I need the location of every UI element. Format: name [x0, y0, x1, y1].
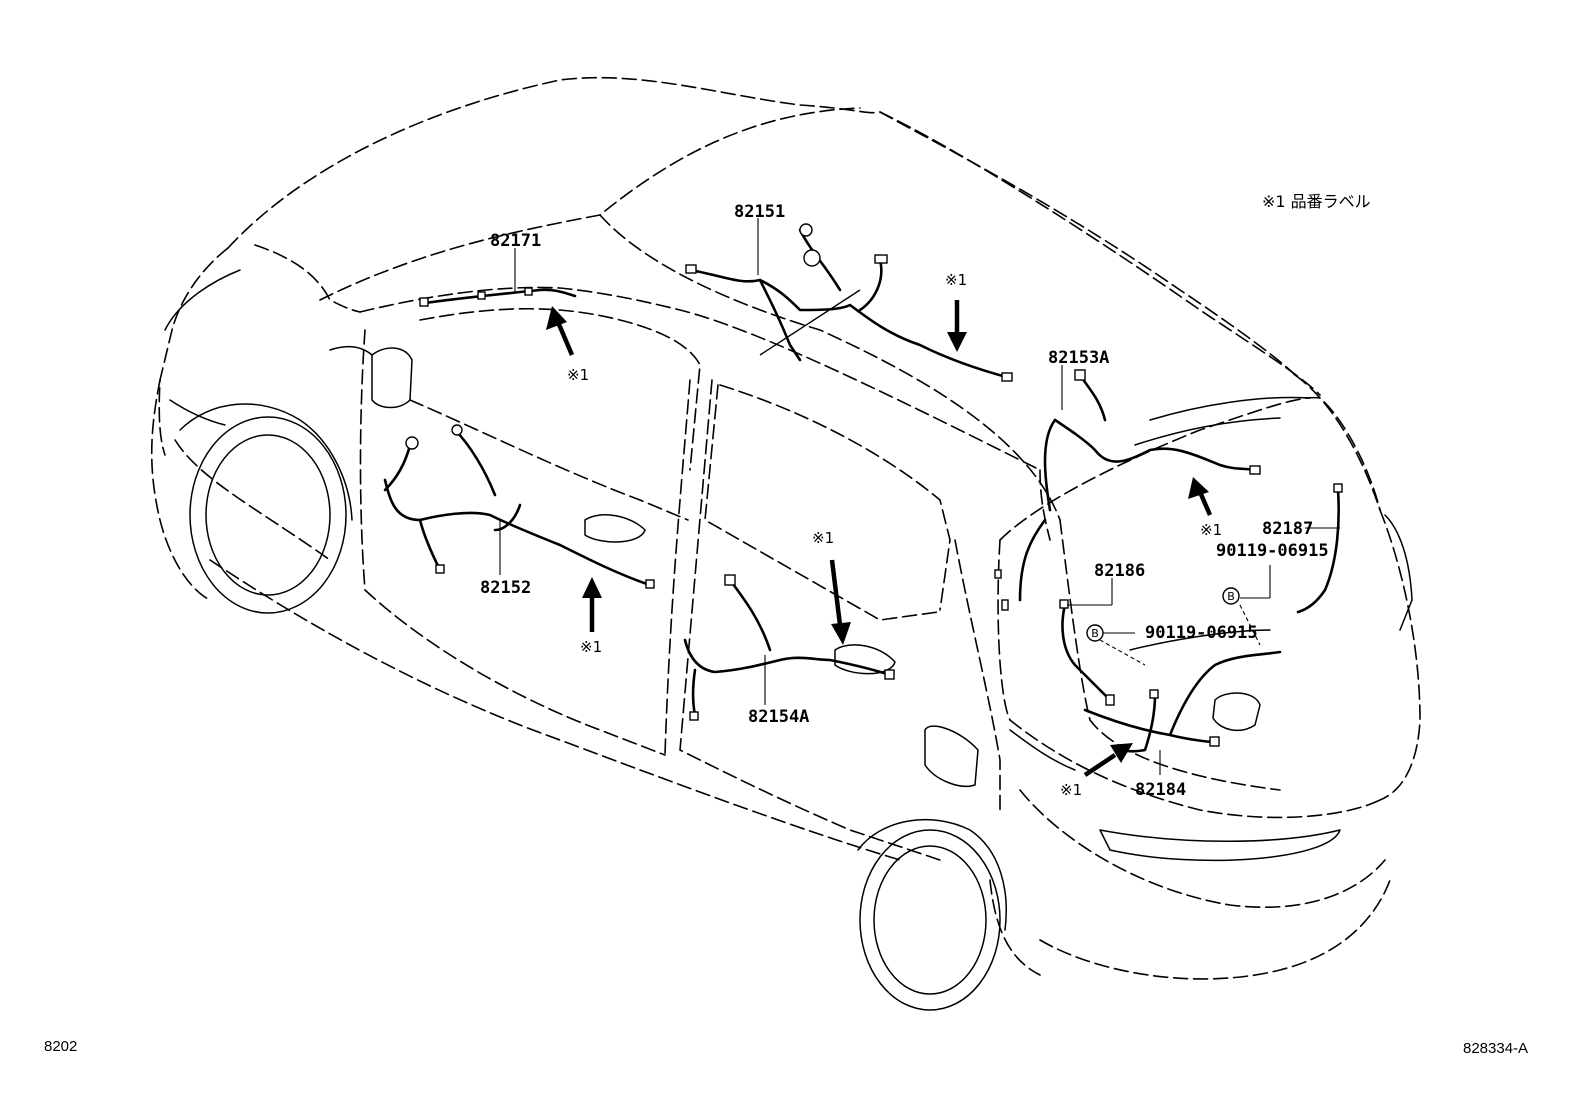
part-label-82151: 82151 — [734, 202, 785, 222]
harness-82151 — [685, 223, 1013, 382]
bolt-marker-lower-letter: B — [1091, 627, 1099, 640]
harness-hatch-side — [994, 518, 1047, 611]
bolt-location-markers: B B — [1086, 587, 1240, 642]
part-label-82187: 82187 — [1262, 519, 1313, 539]
part-label-bolt-lower: 90119-06915 — [1145, 623, 1258, 643]
part-label-82154a: 82154A — [748, 707, 809, 727]
arrow-roof-label — [947, 300, 967, 352]
bolt-marker-upper — [1222, 587, 1240, 605]
vehicle-solid-details — [164, 269, 1413, 1011]
leader-lines — [499, 218, 1340, 775]
leader-bolt-lower-dash — [1099, 639, 1146, 666]
arrow-82184-label — [1083, 743, 1133, 777]
part-label-arrows — [546, 300, 1213, 777]
harness-82171 — [419, 287, 577, 307]
part-label-82153a: 82153A — [1048, 348, 1109, 368]
arrow-82171-label — [546, 306, 575, 356]
bolt-marker-upper-letter: B — [1227, 590, 1235, 603]
harness-82153a — [1043, 369, 1261, 512]
note-references: ※1 ※1 ※1 ※1 ※1 ※1 — [567, 271, 1222, 799]
legend-note: ※1 品番ラベル — [1262, 192, 1371, 211]
part-label-82186: 82186 — [1094, 561, 1145, 581]
diagram-illustration-code: 828334-A — [1463, 1040, 1529, 1057]
note-ref-82153a: ※1 — [1200, 521, 1222, 539]
arrow-82152-label — [582, 577, 602, 632]
note-ref-82152: ※1 — [580, 638, 602, 656]
arrow-82153a-label — [1188, 477, 1213, 516]
vehicle-body-outline — [150, 76, 1421, 980]
note-ref-82154a: ※1 — [812, 529, 834, 547]
harness-82187 — [1296, 483, 1343, 614]
part-label-82171: 82171 — [490, 231, 541, 251]
arrow-82154a-label — [829, 559, 851, 645]
note-ref-82171: ※1 — [567, 366, 589, 384]
note-ref-roof: ※1 — [945, 271, 967, 289]
harness-82154a — [683, 574, 895, 721]
part-label-82152: 82152 — [480, 578, 531, 598]
diagram-section-code: 8202 — [44, 1038, 78, 1055]
harness-82152 — [383, 424, 655, 589]
leader-bolt-upper-dash — [1239, 604, 1261, 646]
part-number-labels: 82171 82151 82153A 82152 82154A 82186 82… — [480, 202, 1329, 800]
note-ref-82184: ※1 — [1060, 781, 1082, 799]
harness-82186 — [1059, 599, 1115, 706]
part-label-82184: 82184 — [1135, 780, 1186, 800]
bolt-marker-lower — [1086, 624, 1104, 642]
part-label-bolt-upper: 90119-06915 — [1216, 541, 1329, 561]
